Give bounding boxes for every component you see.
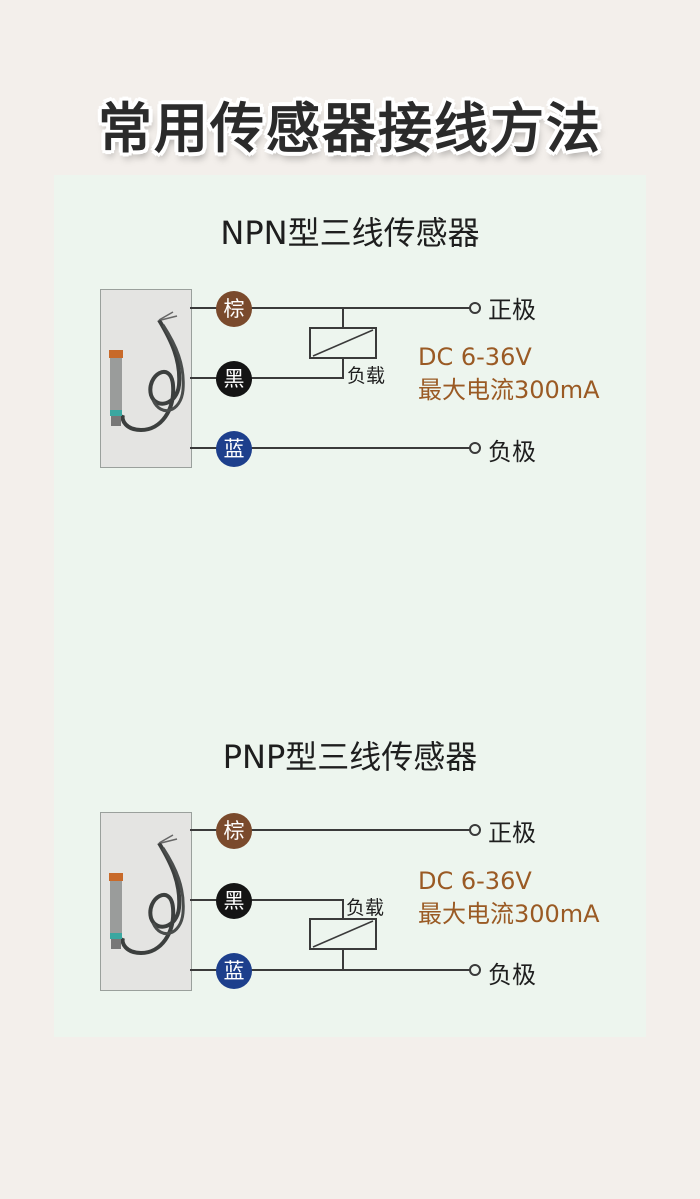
npn-load-label: 负载 [347,365,386,387]
pnp-title: PNP型三线传感器 [222,738,478,776]
npn-positive-terminal [469,302,481,314]
page-title: 常用传感器接线方法 [98,97,602,160]
pnp-positive-label: 正极 [488,819,536,847]
pnp-spec-current: 最大电流300mA [418,900,600,928]
npn-title: NPN型三线传感器 [220,214,480,252]
npn-brown-badge: 棕 [216,291,252,327]
npn-load-symbol [309,327,377,359]
npn-spec-voltage: DC 6-36V [418,343,532,371]
npn-blue-wire [190,447,470,449]
pnp-negative-label: 负极 [488,961,536,989]
npn-spec-current: 最大电流300mA [418,376,600,404]
pnp-blue-badge: 蓝 [216,953,252,989]
npn-sensor-image [100,289,192,468]
pnp-load-label: 负载 [346,897,385,919]
pnp-brown-wire [190,829,470,831]
pnp-load-symbol [309,918,377,950]
pnp-positive-terminal [469,824,481,836]
npn-black-badge: 黑 [216,361,252,397]
pnp-blue-wire [190,969,470,971]
npn-negative-label: 负极 [488,438,536,466]
npn-brown-wire [190,307,470,309]
pnp-black-wire [190,899,342,901]
pnp-sensor-image [100,812,192,991]
npn-blue-badge: 蓝 [216,431,252,467]
npn-positive-label: 正极 [488,296,536,324]
pnp-brown-badge: 棕 [216,813,252,849]
pnp-black-badge: 黑 [216,883,252,919]
npn-black-wire [190,377,342,379]
npn-negative-terminal [469,442,481,454]
pnp-spec-voltage: DC 6-36V [418,867,532,895]
pnp-negative-terminal [469,964,481,976]
